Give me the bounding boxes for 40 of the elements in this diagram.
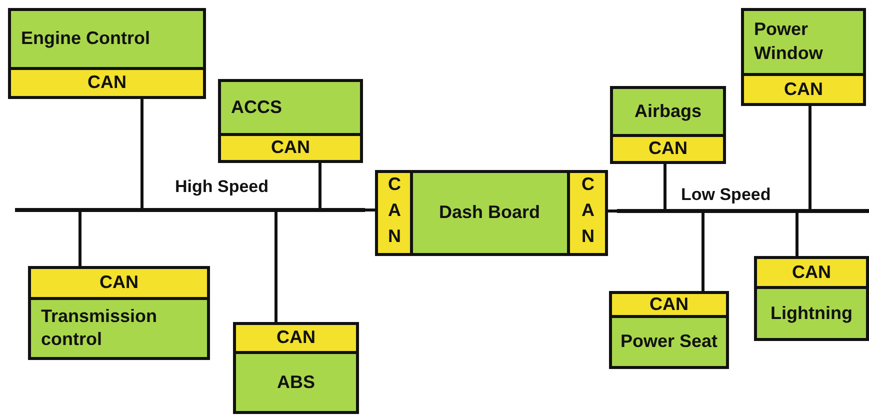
- module-name-panel: ACCS: [221, 82, 360, 132]
- can-interface-panel: CAN: [236, 325, 356, 350]
- module-name-panel: ABS: [236, 354, 356, 411]
- module-name-panel: Transmission control: [31, 300, 207, 357]
- module-name-panel: Airbags: [613, 89, 723, 134]
- dashboard-box: [375, 170, 608, 256]
- module-name-panel: Power Seat: [612, 318, 726, 366]
- connector-line: [664, 164, 666, 209]
- module-name-panel: Lightning: [757, 288, 866, 338]
- connector-line: [796, 213, 798, 256]
- ecu-box: [741, 8, 866, 106]
- ecu-box: [610, 86, 726, 164]
- can-interface-panel: CAN: [11, 70, 203, 96]
- can-interface-panel: CAN: [31, 269, 207, 296]
- ecu-box: [233, 322, 359, 414]
- module-name-panel: Dash Board: [412, 173, 566, 253]
- ecu-box: [609, 291, 729, 369]
- bus-label: Low Speed: [681, 185, 771, 205]
- can-interface-panel: CAN: [221, 136, 360, 160]
- ecu-box: [8, 8, 206, 99]
- can-interface-panel: CAN: [757, 259, 866, 286]
- ecu-box: [28, 266, 210, 360]
- can-interface-panel: CAN: [744, 76, 863, 103]
- bus-label: High Speed: [175, 177, 269, 197]
- ecu-box: [218, 79, 363, 163]
- can-interface-label: CAN: [383, 174, 406, 252]
- can-interface-panel: CAN: [613, 136, 723, 161]
- connector-line: [78, 212, 82, 266]
- connector-line: [608, 210, 617, 212]
- connector-line: [140, 99, 144, 208]
- can-interface-label: CAN: [576, 174, 599, 252]
- connector-line: [274, 212, 278, 322]
- can-interface-panel: CAN: [612, 294, 726, 314]
- connector-line: [318, 163, 322, 208]
- ecu-box: [754, 256, 869, 341]
- connector-line: [702, 213, 704, 291]
- module-name-panel: Power Window: [744, 11, 863, 72]
- module-name-panel: Engine Control: [11, 11, 203, 66]
- connector-line: [365, 208, 375, 212]
- connector-line: [808, 106, 812, 209]
